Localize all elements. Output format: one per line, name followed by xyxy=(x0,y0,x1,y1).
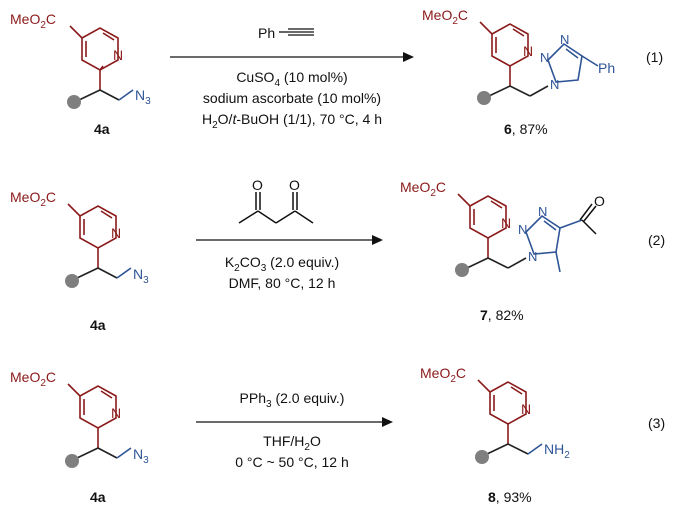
conditions-3: PPh3 (2.0 equiv.) THF/H2O 0 °C ~ 50 °C, … xyxy=(196,390,393,470)
condition-catalyst: CuSO4 (10 mol%) xyxy=(236,69,347,89)
equation-number-2: (2) xyxy=(648,232,665,248)
substituent-dot xyxy=(475,450,489,464)
reaction-1: MeO2C N N3 4a Ph xyxy=(10,7,663,137)
svg-text:MeO2C: MeO2C xyxy=(10,189,56,209)
svg-text:MeO2C: MeO2C xyxy=(400,179,446,199)
starting-material-4a: MeO2C N N3 4a xyxy=(10,369,149,505)
condition-solvent-temp: DMF, 80 °C, 12 h xyxy=(229,275,336,291)
pyridine-ring xyxy=(69,25,119,71)
svg-text:N: N xyxy=(518,222,527,237)
condition-base: K2CO3 (2.0 equiv.) xyxy=(225,254,339,274)
alkyne-triple-bond xyxy=(288,28,314,36)
product-label-8: 8, 93% xyxy=(488,489,532,505)
compound-label-4a: 4a xyxy=(94,121,110,137)
pyridine-ring xyxy=(457,193,507,239)
svg-text:MeO2C: MeO2C xyxy=(10,11,56,31)
phenyl-label: Ph xyxy=(598,60,615,76)
substituent-dot xyxy=(65,454,79,468)
condition-reductant: sodium ascorbate (10 mol%) xyxy=(203,90,381,106)
equation-number-3: (3) xyxy=(648,415,665,431)
substituent-dot xyxy=(65,274,79,288)
acetylacetone-structure xyxy=(238,192,314,224)
compound-label-4a: 4a xyxy=(90,317,106,333)
conditions-1: Ph CuSO4 (10 mol%) sodium ascorbate (10 … xyxy=(170,25,414,131)
ester-label: MeO xyxy=(10,11,40,27)
svg-text:N: N xyxy=(501,215,511,231)
acetyl-group xyxy=(579,203,597,235)
svg-text:N: N xyxy=(111,405,121,421)
starting-material-4a: MeO2C N N3 4a xyxy=(10,11,151,137)
svg-text:N: N xyxy=(538,204,547,219)
condition-solvent: THF/H2O xyxy=(263,433,321,453)
azide-label: N3 xyxy=(133,446,149,466)
pyridine-ring xyxy=(67,203,117,249)
svg-text:MeO2C: MeO2C xyxy=(10,369,56,389)
reaction-2: MeO2C N N3 4a xyxy=(10,177,665,333)
compound-label-4a: 4a xyxy=(90,489,106,505)
product-6: MeO2C N N N N P xyxy=(422,7,615,137)
pyridine-ring xyxy=(479,21,529,67)
substituent-dot xyxy=(67,95,81,109)
substituent-dot xyxy=(477,91,491,105)
product-8: MeO2C N NH2 8, 93% xyxy=(420,365,570,505)
condition-reagent: PPh3 (2.0 equiv.) xyxy=(240,390,345,410)
svg-text:N: N xyxy=(523,43,533,59)
product-label-7: 7, 82% xyxy=(480,307,524,323)
svg-text:N: N xyxy=(540,50,549,65)
equation-number-1: (1) xyxy=(646,49,663,65)
reagent-ph: Ph xyxy=(258,25,275,41)
azide-label: N3 xyxy=(135,87,151,107)
svg-text:MeO2C: MeO2C xyxy=(422,7,468,27)
azide-label: N3 xyxy=(133,266,149,286)
svg-text:N: N xyxy=(521,401,531,417)
condition-temp-time: 0 °C ~ 50 °C, 12 h xyxy=(235,454,349,470)
triazole-ring xyxy=(525,214,583,273)
svg-text:N: N xyxy=(560,32,569,47)
triazole-ring xyxy=(547,42,599,83)
pyridine-n: N xyxy=(113,47,123,63)
substituent-dot xyxy=(455,263,469,277)
pyridine-ring xyxy=(67,383,117,429)
svg-text:O: O xyxy=(594,193,605,209)
svg-text:N: N xyxy=(550,77,559,92)
conditions-2: O O K2CO3 (2.0 equiv.) DMF, 80 °C, 12 h xyxy=(196,177,383,291)
product-7: MeO2C N N N N xyxy=(400,179,605,323)
pyridine-ring xyxy=(477,379,527,425)
amine-label: NH2 xyxy=(544,441,570,461)
reaction-3: MeO2C N N3 4a PPh3 (2.0 equiv.) THF/H2 xyxy=(10,365,665,505)
svg-text:O: O xyxy=(252,177,263,193)
svg-text:MeO2C: MeO2C xyxy=(420,365,466,385)
svg-text:N: N xyxy=(528,249,537,264)
condition-solvent-temp: H2O/t-BuOH (1/1), 70 °C, 4 h xyxy=(202,111,382,131)
starting-material-4a: MeO2C N N3 4a xyxy=(10,189,149,333)
svg-text:O: O xyxy=(289,177,300,193)
product-label-6: 6, 87% xyxy=(504,121,548,137)
svg-text:N: N xyxy=(111,225,121,241)
